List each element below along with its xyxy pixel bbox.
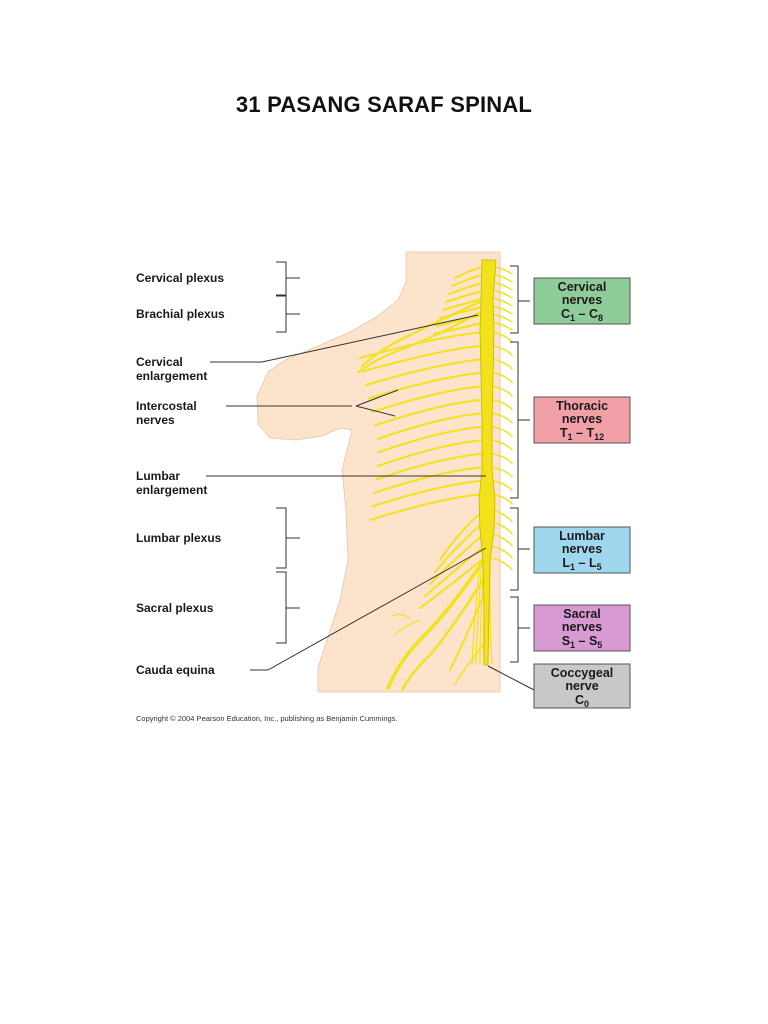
label-sacral-plexus: Sacral plexus: [136, 601, 214, 615]
leader-lines: [206, 314, 487, 671]
sacral-nerve-branch: [400, 573, 488, 692]
box-thoracic-nerves: Thoracic nerves T1 – T12: [533, 396, 631, 444]
svg-text:L1 – L5: L1 – L5: [562, 556, 601, 572]
intercostal-nerve: [368, 371, 485, 400]
svg-text:Coccygeal: Coccygeal: [551, 666, 614, 680]
intercostal-nerve: [491, 412, 513, 424]
lumbar-nerve-branch: [419, 557, 485, 609]
intercostal-nerve: [491, 452, 513, 465]
body-silhouette: [256, 251, 501, 693]
svg-text:Lumbar: Lumbar: [559, 529, 605, 543]
brachial-nerve-branch: [357, 309, 485, 373]
intercostal-nerve: [377, 412, 485, 440]
svg-text:C1 – C8: C1 – C8: [561, 307, 603, 323]
label-intercostal-nerves: Intercostal nerves: [136, 399, 200, 427]
intercostal-nerve: [375, 452, 485, 481]
svg-text:C0: C0: [575, 693, 589, 709]
intercostal-nerve: [491, 344, 513, 357]
intercostal-nerve: [371, 479, 485, 508]
sciatic-nerve: [386, 558, 486, 690]
svg-text:nerve: nerve: [565, 679, 598, 693]
intercostal-nerve: [491, 466, 513, 478]
copyright-notice: Copyright © 2004 Pearson Education, Inc.…: [136, 714, 398, 723]
cervical-nerve-branch: [491, 313, 513, 323]
label-lumbar-plexus: Lumbar plexus: [136, 531, 222, 545]
label-cervical-enlargement: Cervical enlargement: [136, 355, 207, 383]
left-labels: Cervical plexus Brachial plexus Cervical…: [136, 271, 225, 677]
svg-text:nerves: nerves: [562, 412, 602, 426]
lumbar-nerve-branch: [424, 545, 485, 597]
spinal-cord: [478, 259, 497, 666]
box-coccygeal-nerve: Coccygeal nerve C0: [533, 663, 631, 709]
intercostal-nerve: [369, 493, 485, 521]
page-title: 31 PASANG SARAF SPINAL: [235, 92, 533, 117]
cervical-nerve-branch: [491, 305, 513, 315]
cervical-nerve-branch: [491, 297, 513, 307]
svg-text:Cervical: Cervical: [558, 280, 607, 294]
intercostal-nerve: [359, 331, 485, 359]
sacral-nerve-branch: [391, 613, 421, 636]
intercostal-nerve: [491, 439, 513, 451]
intercostal-nerve: [491, 425, 513, 438]
intercostal-nerve: [491, 371, 513, 384]
svg-text:S1 – S5: S1 – S5: [562, 634, 603, 650]
cauda-equina-strand: [471, 559, 481, 665]
right-brackets: [487, 265, 535, 691]
box-cervical-nerves: Cervical nerves C1 – C8: [533, 277, 631, 325]
label-lumbar-enlargement: Lumbar enlargement: [136, 469, 207, 497]
intercostal-nerve: [491, 385, 513, 397]
intercostal-nerve: [377, 425, 485, 454]
brachial-nerve-branch: [360, 298, 486, 368]
svg-text:Thoracic: Thoracic: [556, 399, 608, 413]
svg-text:nerves: nerves: [562, 542, 602, 556]
left-brackets: [276, 261, 300, 644]
intercostal-nerve: [377, 439, 485, 467]
svg-text:nerves: nerves: [562, 620, 602, 634]
intercostal-nerve: [491, 358, 513, 370]
nerve-branches: [357, 265, 513, 692]
intercostal-nerve: [362, 344, 485, 373]
intercostal-nerve: [374, 398, 485, 427]
label-cauda-equina: Cauda equina: [136, 663, 215, 677]
intercostal-nerve: [371, 385, 485, 413]
svg-text:Sacral: Sacral: [563, 607, 601, 621]
lumbar-nerve-branch: [429, 533, 485, 585]
svg-text:T1 – T12: T1 – T12: [560, 426, 604, 442]
lumbar-nerve-branch: [491, 557, 513, 571]
label-cervical-plexus: Cervical plexus: [136, 271, 224, 285]
intercostal-nerve: [365, 358, 485, 386]
intercostal-nerve: [491, 398, 513, 411]
cervical-nerve-branch: [491, 289, 513, 299]
lumbar-nerve-branch: [491, 533, 513, 547]
intercostal-nerve: [491, 479, 513, 492]
svg-text:nerves: nerves: [562, 293, 602, 307]
lumbar-nerve-branch: [491, 545, 513, 559]
label-brachial-plexus: Brachial plexus: [136, 307, 225, 321]
box-lumbar-nerves: Lumbar nerves L1 – L5: [533, 526, 631, 574]
box-sacral-nerves: Sacral nerves S1 – S5: [533, 604, 631, 652]
